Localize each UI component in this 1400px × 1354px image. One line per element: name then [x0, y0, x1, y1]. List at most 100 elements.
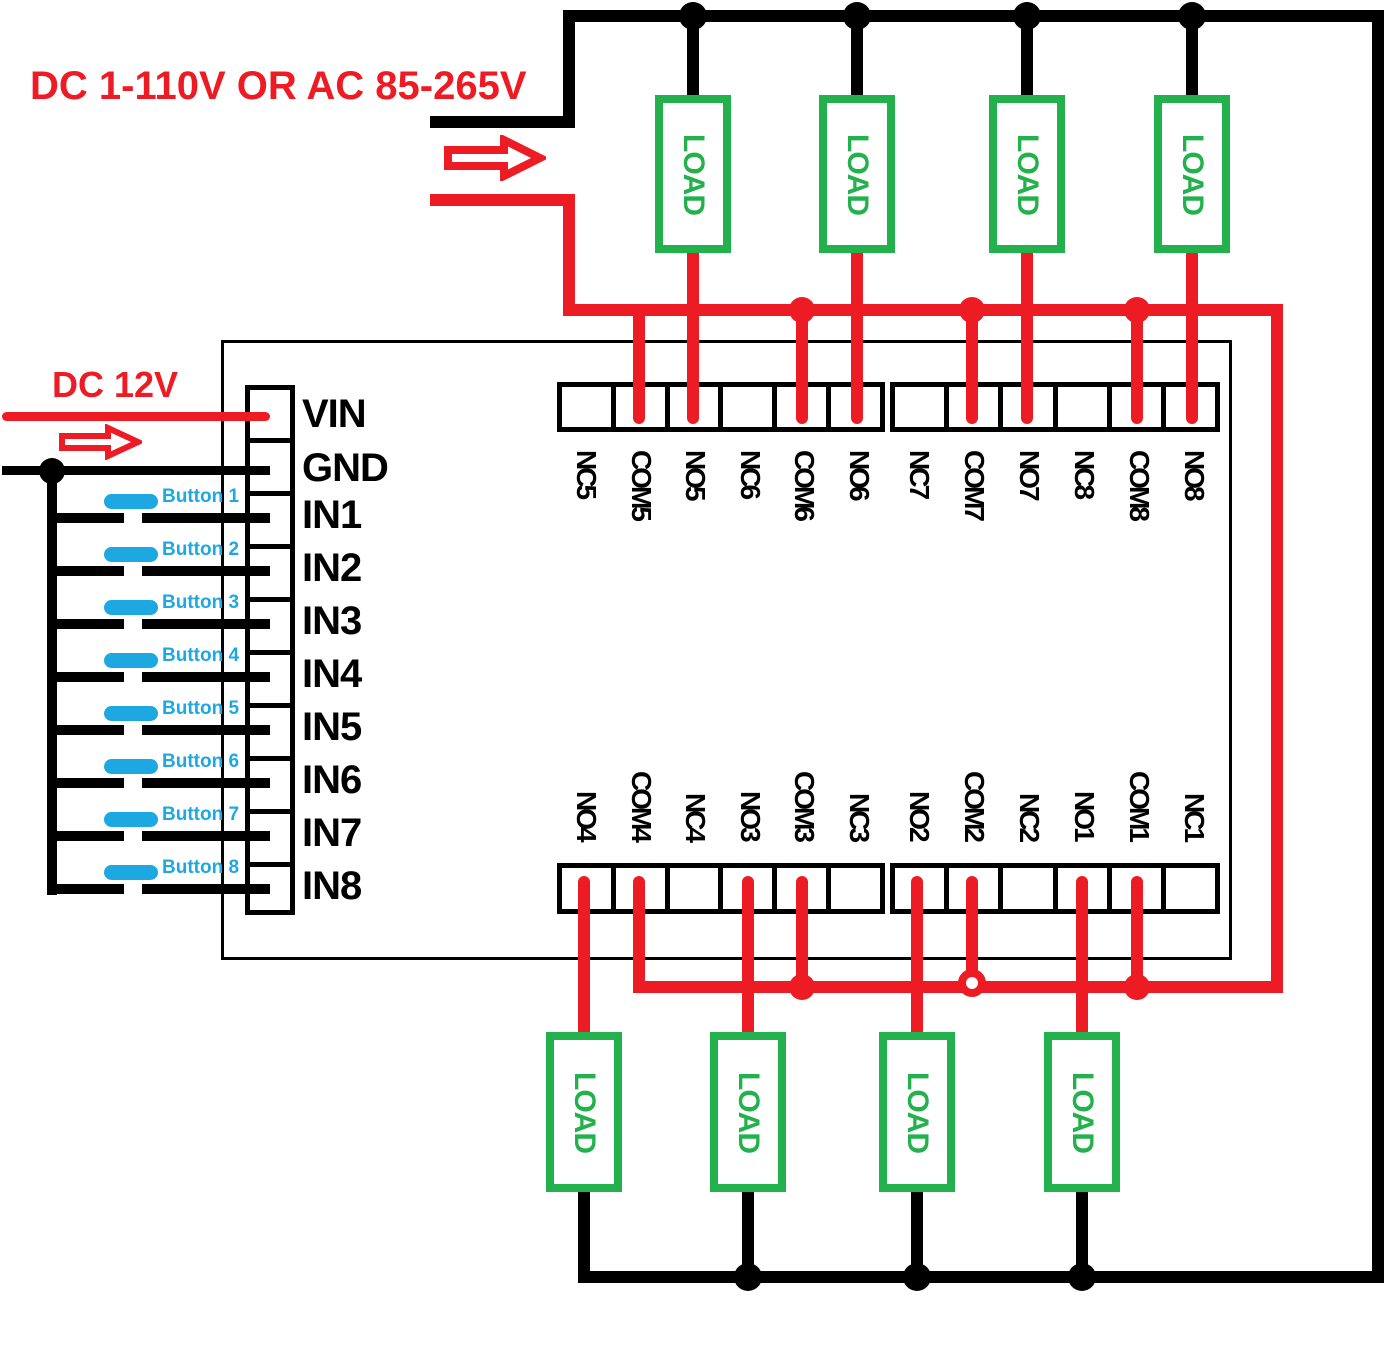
no7-stub [1021, 246, 1033, 424]
push-button [104, 706, 158, 721]
terminal-cell [670, 387, 724, 427]
load-box: LOAD [1044, 1032, 1120, 1192]
no8-stub [1186, 246, 1198, 424]
load-label: LOAD [901, 1071, 934, 1153]
com8-stub [1131, 306, 1143, 424]
terminal-cell [1112, 868, 1166, 909]
relay-terminal-label: COM2 [959, 771, 990, 840]
in7-wire-right [142, 831, 270, 841]
terminal-divider [250, 809, 290, 814]
left-terminal-label: IN7 [302, 811, 362, 855]
terminal-cell [1166, 868, 1215, 909]
junction-dot [959, 297, 985, 323]
load-box: LOAD [655, 95, 731, 253]
terminal-divider [250, 862, 290, 867]
load-label: LOAD [1011, 133, 1044, 215]
in7-wire-left [47, 831, 124, 841]
terminal-cell [895, 868, 950, 909]
terminal-divider [250, 703, 290, 708]
in6-wire-left [47, 778, 124, 788]
junction-dot [1178, 2, 1206, 30]
terminal-cell [895, 387, 950, 427]
relay-terminal-label: COM8 [1124, 450, 1155, 519]
com7-stub [966, 306, 978, 424]
relay-terminal-label: COM6 [789, 450, 820, 519]
relay-terminal-label: NO8 [1179, 450, 1210, 499]
dc-supply-label: DC 12V [52, 364, 179, 405]
push-button-label: Button 7 [162, 804, 240, 825]
in2-wire-right [142, 566, 270, 576]
relay-terminal-label: NC3 [844, 792, 875, 840]
relay-terminal-label: NO6 [844, 450, 875, 499]
bottom-terminal-strip-a [557, 863, 885, 914]
terminal-cell [949, 387, 1004, 427]
relay-terminal-label: NO4 [571, 791, 602, 840]
terminal-cell [949, 868, 1004, 909]
bottom-black-bus-wire [578, 1271, 1384, 1283]
junction-dot [679, 2, 707, 30]
in8-wire-right [142, 884, 270, 894]
junction-dot [843, 2, 871, 30]
left-terminal-label: IN6 [302, 758, 362, 802]
vin-input-wire [2, 412, 270, 421]
terminal-divider [250, 756, 290, 761]
relay-terminal-label: NO1 [1069, 791, 1100, 840]
terminal-divider [250, 650, 290, 655]
relay-terminal-label: NC8 [1069, 450, 1100, 498]
junction-dot [1068, 1263, 1096, 1291]
load1-black-stub [1076, 1186, 1088, 1283]
relay-terminal-label: NC2 [1014, 792, 1045, 840]
no5-stub [687, 246, 699, 424]
com6-stub [796, 306, 808, 424]
left-terminal-label: VIN [302, 392, 367, 436]
load-label: LOAD [568, 1071, 601, 1153]
terminal-divider [250, 597, 290, 602]
relay-terminal-label: COM7 [959, 450, 990, 519]
terminal-cell [1003, 387, 1058, 427]
junction-dot [1124, 297, 1150, 323]
load-box: LOAD [879, 1032, 955, 1192]
relay-terminal-label: COM4 [626, 771, 657, 840]
com4-stub [633, 876, 645, 993]
ac-input-wire [430, 116, 575, 128]
load-label: LOAD [677, 133, 710, 215]
terminal-cell [562, 387, 616, 427]
in5-wire-right [142, 725, 270, 735]
junction-dot [1124, 974, 1150, 1000]
terminal-cell [616, 387, 670, 427]
load-box: LOAD [1154, 95, 1230, 253]
junction-dot [789, 297, 815, 323]
in8-wire-left [47, 884, 124, 894]
push-button-label: Button 1 [162, 486, 240, 507]
push-button-label: Button 6 [162, 751, 240, 772]
relay-terminal-label: NC6 [735, 450, 766, 498]
relay-terminal-label: COM5 [626, 450, 657, 519]
push-button-label: Button 2 [162, 539, 240, 560]
terminal-cell [777, 868, 832, 909]
top-red-bus-wire [563, 304, 1283, 316]
left-terminal-label: IN3 [302, 599, 362, 643]
relay-terminal-label: NC5 [571, 450, 602, 498]
terminal-cell [562, 868, 616, 909]
terminal-cell [616, 868, 670, 909]
relay-terminal-label: NC1 [1179, 792, 1210, 840]
junction-dot [903, 1263, 931, 1291]
junction-ring [958, 969, 986, 997]
load3-black-stub [742, 1186, 754, 1283]
terminal-divider [250, 438, 290, 443]
relay-board-outline [221, 340, 1232, 960]
push-button-label: Button 5 [162, 698, 240, 719]
terminal-cell [777, 387, 832, 427]
load-label: LOAD [841, 133, 874, 215]
load-box: LOAD [989, 95, 1065, 253]
in3-wire-left [47, 619, 124, 629]
dc-flow-arrow-icon [59, 424, 142, 460]
in1-wire-right [142, 513, 270, 523]
com2-stub [966, 876, 978, 987]
junction-dot [734, 1263, 762, 1291]
ac-flow-arrow-icon [444, 135, 546, 181]
ac-supply-label: DC 1-110V OR AC 85-265V [30, 64, 527, 108]
push-button [104, 494, 158, 509]
in1-wire-left [47, 513, 124, 523]
junction-dot [39, 458, 65, 484]
